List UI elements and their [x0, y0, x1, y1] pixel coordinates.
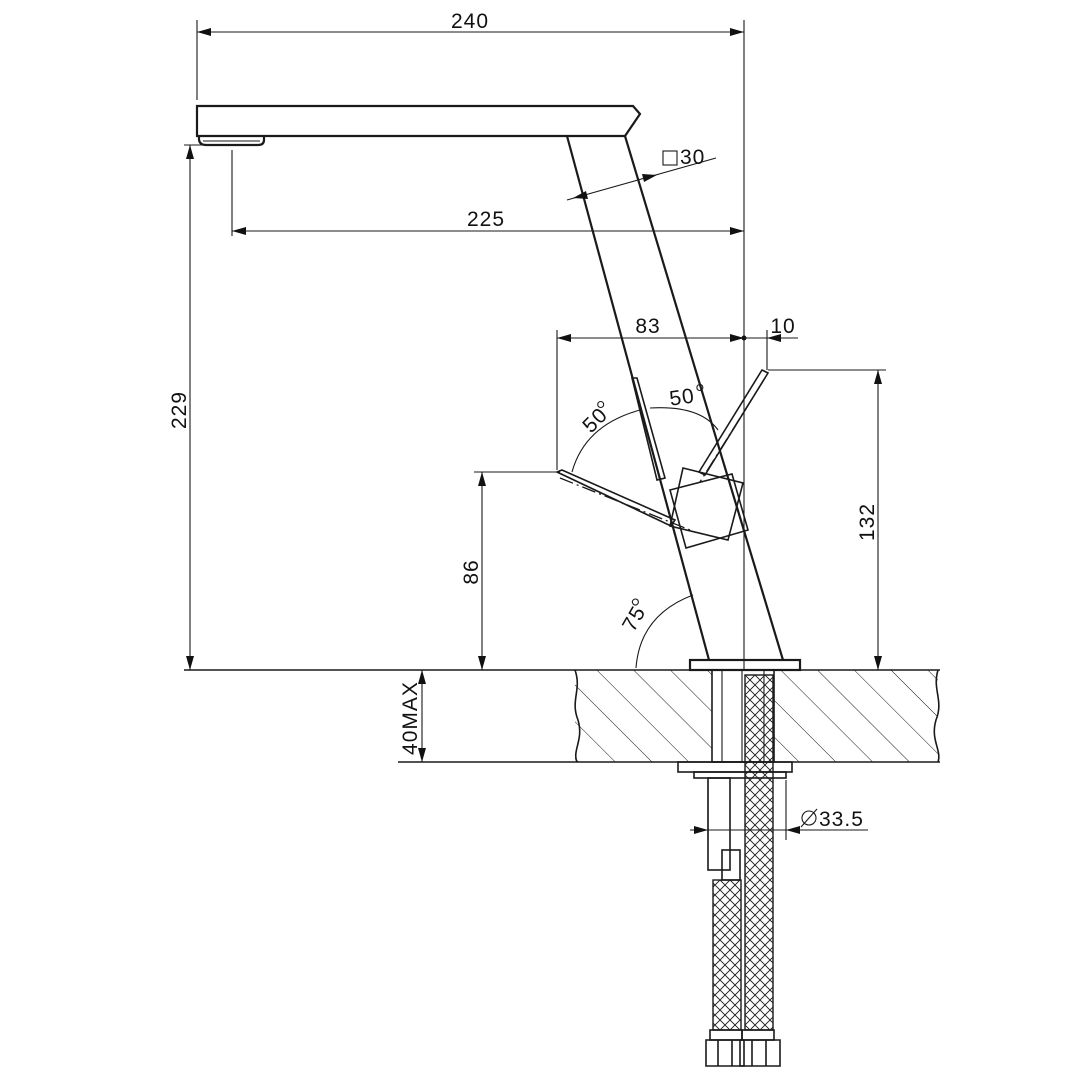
- arrow-30-left: [573, 191, 588, 199]
- angle-right-50: 50: [668, 383, 704, 411]
- arc-angle-tilt: [635, 594, 694, 669]
- dim-86: 86: [460, 559, 483, 584]
- mounting-plate: [677, 761, 793, 773]
- body-left-edge: [565, 135, 711, 661]
- arrow-225-right: [730, 227, 744, 235]
- angle-right-text: 50: [668, 384, 696, 410]
- arrow-33-right: [786, 826, 800, 834]
- arrow-83-right: [730, 334, 744, 342]
- body-base-flange: [688, 658, 802, 672]
- arrow-33-left: [694, 826, 708, 834]
- dim-line-30: [566, 157, 717, 201]
- lever-left-position: [555, 469, 677, 528]
- lever: [555, 368, 770, 669]
- square-section-icon: [662, 150, 678, 166]
- threaded-rod: [707, 777, 731, 871]
- degree-symbol: [597, 400, 605, 409]
- arrow-83-left: [557, 334, 571, 342]
- arrow-225-left: [232, 227, 246, 235]
- hose-right: [744, 674, 774, 1031]
- rod-nut: [721, 849, 741, 881]
- hose-left-ferrule: [709, 1029, 743, 1041]
- hose-right-nut: [739, 1039, 781, 1067]
- arrow-86-top: [478, 472, 486, 486]
- deck-break-left: [574, 669, 581, 763]
- arrow-132-top: [874, 370, 882, 384]
- deck-break-right: [933, 669, 940, 763]
- cartridge-square-b: [669, 473, 749, 549]
- arrow-40max-bottom: [418, 748, 426, 762]
- hose-left: [712, 879, 742, 1031]
- body-right-edge: [623, 135, 785, 661]
- arc-angle-right: [649, 407, 719, 431]
- diameter-icon: [800, 808, 818, 828]
- dim-229: 229: [168, 391, 191, 429]
- dim-240: 240: [451, 10, 489, 33]
- arrow-240-left: [197, 28, 211, 36]
- arc-angle-left: [571, 409, 641, 473]
- countertop: [184, 669, 940, 763]
- arrow-40max-top: [418, 670, 426, 684]
- angle-tilt-text: 75: [618, 602, 651, 635]
- mounting-washer: [693, 771, 787, 779]
- dimensions: 240 225 30 229 83 10: [168, 10, 886, 840]
- degree-symbol: [631, 598, 639, 606]
- arrow-86-bottom: [478, 656, 486, 670]
- spout: [195, 104, 642, 147]
- lever-right-position: [697, 368, 770, 477]
- arrow-10: [767, 334, 781, 342]
- hose-left-nut: [705, 1039, 745, 1067]
- arrow-30-right: [642, 174, 657, 182]
- arrow-132-bottom: [874, 656, 882, 670]
- shank-assembly: [677, 669, 793, 1067]
- dim-10: 10: [770, 315, 795, 338]
- angle-left-50: 50: [578, 400, 613, 438]
- dim-225: 225: [467, 208, 505, 231]
- arrow-229-top: [186, 145, 194, 159]
- hose-right-ferrule: [741, 1029, 775, 1041]
- dim-132: 132: [856, 503, 879, 541]
- dim-30: 30: [680, 146, 705, 169]
- spout-arm: [195, 104, 642, 138]
- lever-right-axis: [699, 377, 766, 483]
- angle-left-text: 50: [578, 403, 612, 437]
- degree-symbol: [696, 383, 704, 392]
- dim-40max: 40MAX: [399, 681, 422, 755]
- lever-slot: [630, 377, 666, 481]
- dim-83: 83: [635, 315, 660, 338]
- dim-33-5: 33.5: [819, 808, 864, 831]
- arrow-240-right: [730, 28, 744, 36]
- arrow-229-bottom: [186, 656, 194, 670]
